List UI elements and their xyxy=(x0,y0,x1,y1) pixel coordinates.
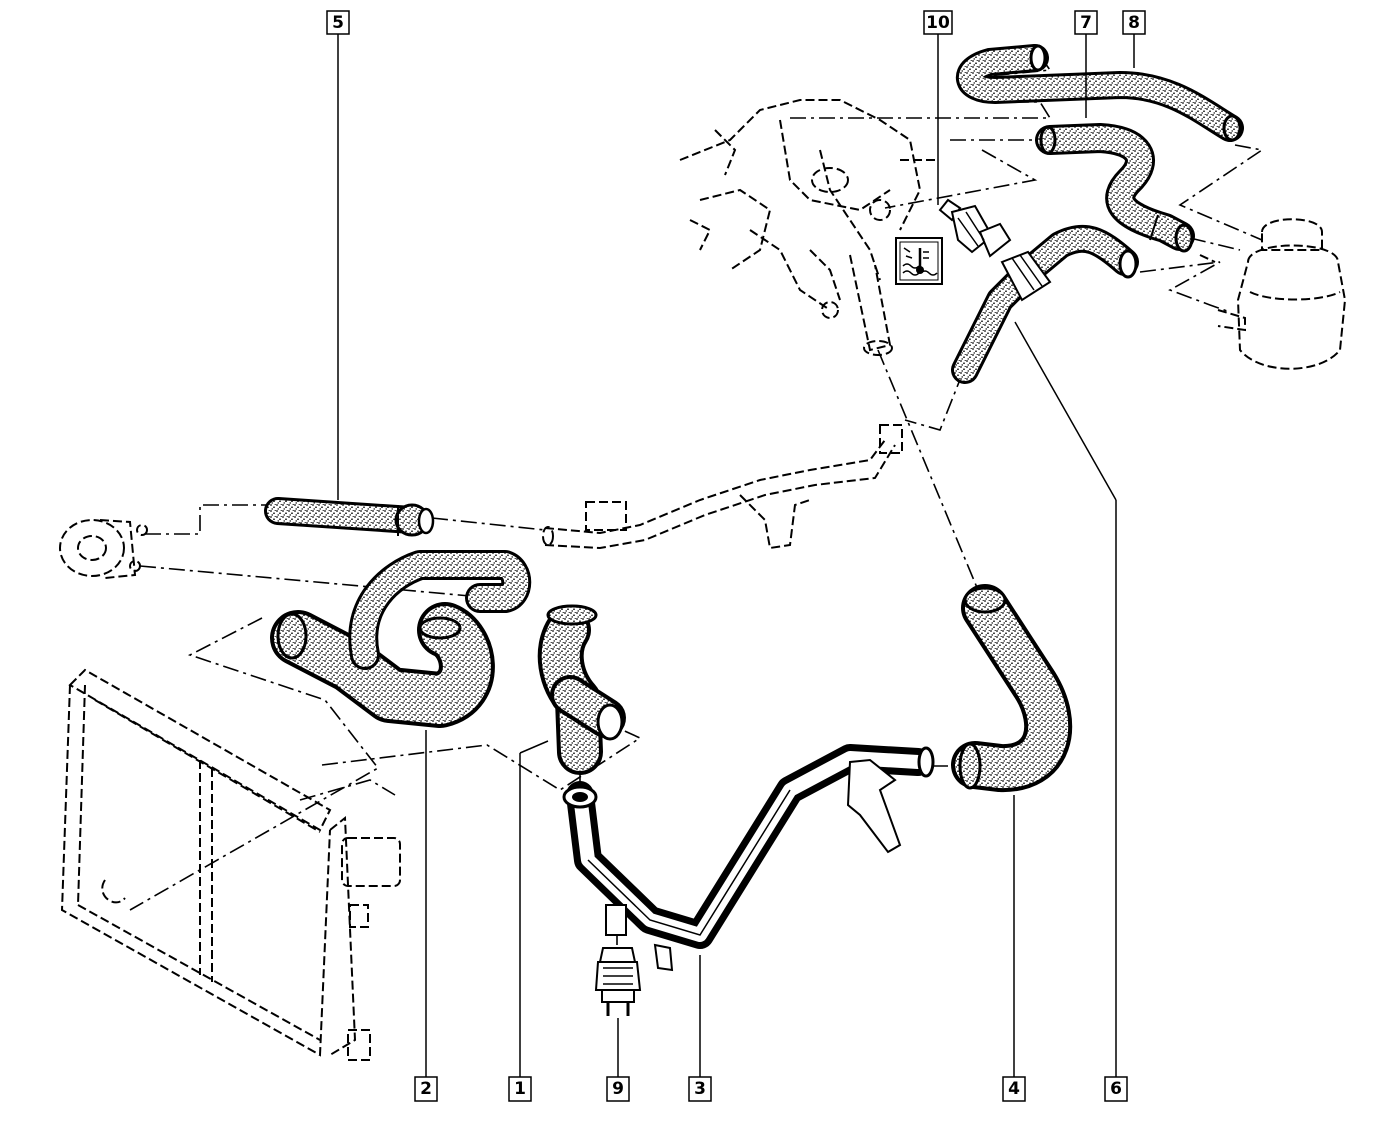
callout-6: 6 xyxy=(1104,1076,1128,1102)
callout-3: 3 xyxy=(688,1076,712,1102)
coolant-temperature-warning-icon xyxy=(895,237,943,285)
leader-lines xyxy=(337,34,1135,1077)
hose-2 xyxy=(270,550,532,728)
svg-text:9: 9 xyxy=(612,1079,624,1099)
callout-9: 9 xyxy=(606,1076,630,1102)
callout-4: 4 xyxy=(1002,1076,1026,1102)
engine-block xyxy=(679,99,935,356)
hose-8 xyxy=(956,44,1244,142)
svg-text:10: 10 xyxy=(926,13,950,33)
svg-text:2: 2 xyxy=(420,1079,432,1099)
expansion-tank xyxy=(1199,218,1347,370)
callout-7: 7 xyxy=(1074,10,1098,35)
hose-1 xyxy=(537,604,626,775)
callout-2: 2 xyxy=(414,1076,438,1102)
callout-10: 10 xyxy=(923,10,953,35)
svg-text:1: 1 xyxy=(514,1079,526,1099)
temperature-switch-9 xyxy=(594,947,642,1016)
temperature-sensor-10 xyxy=(938,198,1012,258)
svg-text:3: 3 xyxy=(694,1079,706,1099)
svg-text:6: 6 xyxy=(1110,1079,1122,1099)
svg-text:7: 7 xyxy=(1080,13,1092,33)
hose-4 xyxy=(951,584,1073,792)
callout-1: 1 xyxy=(508,1076,532,1102)
callout-5: 5 xyxy=(326,10,350,35)
svg-text:5: 5 xyxy=(332,13,344,33)
pipe-3 xyxy=(562,744,935,972)
radiator xyxy=(60,668,401,1061)
svg-text:4: 4 xyxy=(1008,1079,1020,1099)
water-pump-housing xyxy=(59,519,148,579)
svg-text:8: 8 xyxy=(1128,13,1140,33)
heater-pipe xyxy=(542,424,903,550)
callout-8: 8 xyxy=(1122,10,1146,35)
hose-6 xyxy=(951,224,1139,384)
hose-7 xyxy=(1035,123,1195,253)
hose-5 xyxy=(264,497,435,537)
